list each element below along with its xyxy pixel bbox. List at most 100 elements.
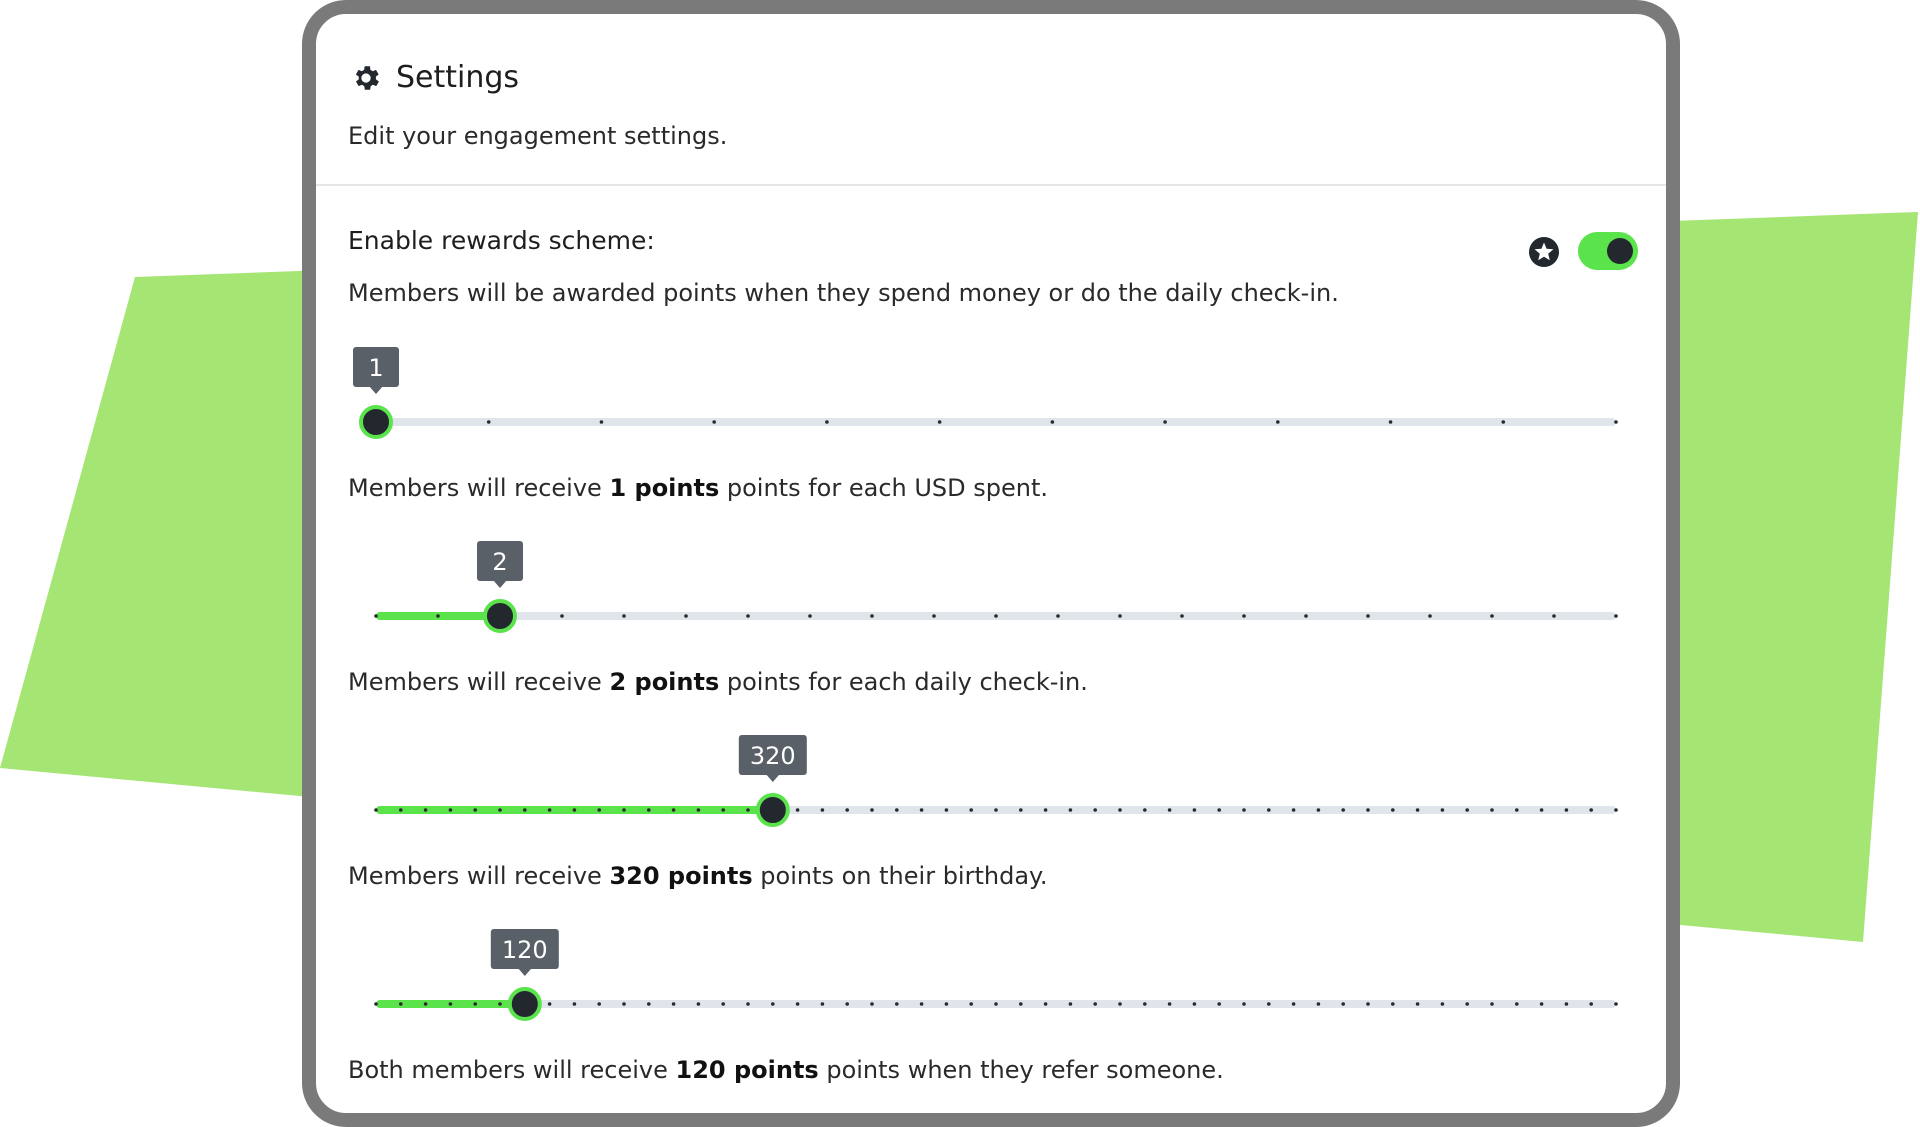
slider-tick	[1440, 1002, 1445, 1006]
slider-tick	[622, 614, 626, 618]
slider-knob[interactable]	[507, 987, 542, 1021]
slider-tick	[825, 420, 829, 424]
slider-tick	[622, 808, 626, 812]
slider-birthday-text: Members will receive 320 points points o…	[348, 862, 1047, 890]
slider-usd-spent-text: Members will receive 1 points points for…	[348, 474, 1048, 502]
slider-tooltip	[490, 929, 559, 969]
slider-tick	[1614, 1002, 1618, 1006]
slider-tick	[1465, 808, 1469, 812]
page-title: Settings	[396, 60, 520, 95]
slider-tick	[820, 808, 825, 812]
slider-knob[interactable]	[483, 599, 517, 633]
slider-tick	[498, 808, 502, 812]
slider-tick	[486, 420, 491, 424]
slider-tooltip-arrow	[493, 580, 507, 588]
slider-tick	[374, 614, 378, 618]
slider-tick	[647, 1002, 651, 1006]
slider-tick	[1163, 420, 1167, 424]
slider-tick	[746, 614, 750, 618]
slider-tick	[374, 808, 378, 812]
slider-tick	[1267, 808, 1271, 812]
slider-tick	[1316, 808, 1321, 812]
text-after: points on their birthday.	[752, 862, 1048, 890]
slider-tooltip	[353, 347, 399, 387]
slider-tick	[1050, 420, 1055, 424]
slider-tooltip-value: 320	[750, 742, 796, 770]
slider-tick	[721, 1002, 725, 1006]
slider-tick	[994, 614, 998, 618]
slider-tick	[1391, 808, 1395, 812]
slider-tick	[932, 614, 936, 618]
text-bold-value: 2 points	[609, 668, 720, 696]
slider-tick	[1192, 808, 1197, 812]
slider-knob[interactable]	[359, 405, 393, 439]
slider-tick	[1043, 1002, 1048, 1006]
slider-tick	[1180, 614, 1184, 618]
slider-tick	[994, 1002, 998, 1006]
slider-daily-checkin[interactable]: 2	[316, 530, 1666, 650]
slider-tick	[647, 808, 651, 812]
slider-tick	[599, 420, 604, 424]
slider-tooltip-arrow	[517, 968, 532, 976]
slider-referral[interactable]: 120	[316, 918, 1666, 1038]
rewards-description: Members will be awarded points when they…	[348, 279, 1339, 307]
slider-tick	[1192, 1002, 1197, 1006]
slider-tick	[1093, 1002, 1097, 1006]
slider-tick	[1068, 1002, 1073, 1006]
slider-tick	[572, 808, 577, 812]
slider-tick	[1465, 1002, 1469, 1006]
text-before: Both members will receive	[348, 1056, 676, 1084]
slider-tick	[1118, 808, 1122, 812]
slider-referral-text: Both members will receive 120 points poi…	[348, 1056, 1224, 1084]
slider-tick	[937, 420, 942, 424]
title-row: Settings	[350, 60, 519, 95]
slider-tick	[1388, 420, 1393, 424]
slider-tick	[671, 808, 676, 812]
slider-tooltip-arrow	[765, 774, 780, 782]
slider-tick	[1217, 1002, 1221, 1006]
slider-tick	[696, 808, 701, 812]
slider-tick	[448, 808, 453, 812]
rewards-toggle[interactable]	[1578, 232, 1638, 270]
slider-tick	[895, 1002, 899, 1006]
slider-tick	[572, 1002, 577, 1006]
slider-tick	[1564, 808, 1569, 812]
slider-tick	[944, 808, 949, 812]
toggle-knob	[1607, 238, 1633, 264]
slider-usd-spent[interactable]: 1	[316, 336, 1666, 456]
slider-tick	[820, 1002, 825, 1006]
slider-tick	[771, 1002, 775, 1006]
page-subtitle: Edit your engagement settings.	[348, 122, 728, 150]
slider-tooltip-arrow	[369, 386, 383, 394]
slider-tick	[399, 1002, 403, 1006]
slider-tick	[1043, 808, 1048, 812]
slider-tick	[712, 420, 716, 424]
slider-tick	[1242, 808, 1246, 812]
slider-tick	[1539, 808, 1544, 812]
slider-tick	[1093, 808, 1097, 812]
slider-tick	[746, 1002, 750, 1006]
slider-knob[interactable]	[755, 793, 790, 827]
slider-tick	[597, 808, 601, 812]
slider-tick	[560, 614, 564, 618]
slider-tick	[1242, 1002, 1246, 1006]
text-bold-value: 320 points	[609, 862, 753, 890]
slider-tick	[374, 1002, 378, 1006]
slider-tick	[969, 808, 973, 812]
slider-tooltip-value: 1	[368, 354, 383, 382]
slider-track[interactable]	[376, 418, 1616, 426]
slider-tick	[795, 808, 800, 812]
slider-tick	[1490, 808, 1494, 812]
slider-tooltip-value: 2	[492, 548, 507, 576]
slider-tick	[1217, 808, 1221, 812]
slider-tick	[1366, 808, 1370, 812]
slider-tick	[1614, 808, 1618, 812]
text-before: Members will receive	[348, 668, 610, 696]
slider-tick	[1276, 420, 1280, 424]
slider-tick	[870, 1002, 874, 1006]
slider-birthday[interactable]: 320	[316, 724, 1666, 844]
text-after: points when they refer someone.	[818, 1056, 1224, 1084]
text-bold-value: 120 points	[675, 1056, 819, 1084]
slider-tick	[1242, 614, 1246, 618]
slider-tooltip	[477, 541, 523, 581]
